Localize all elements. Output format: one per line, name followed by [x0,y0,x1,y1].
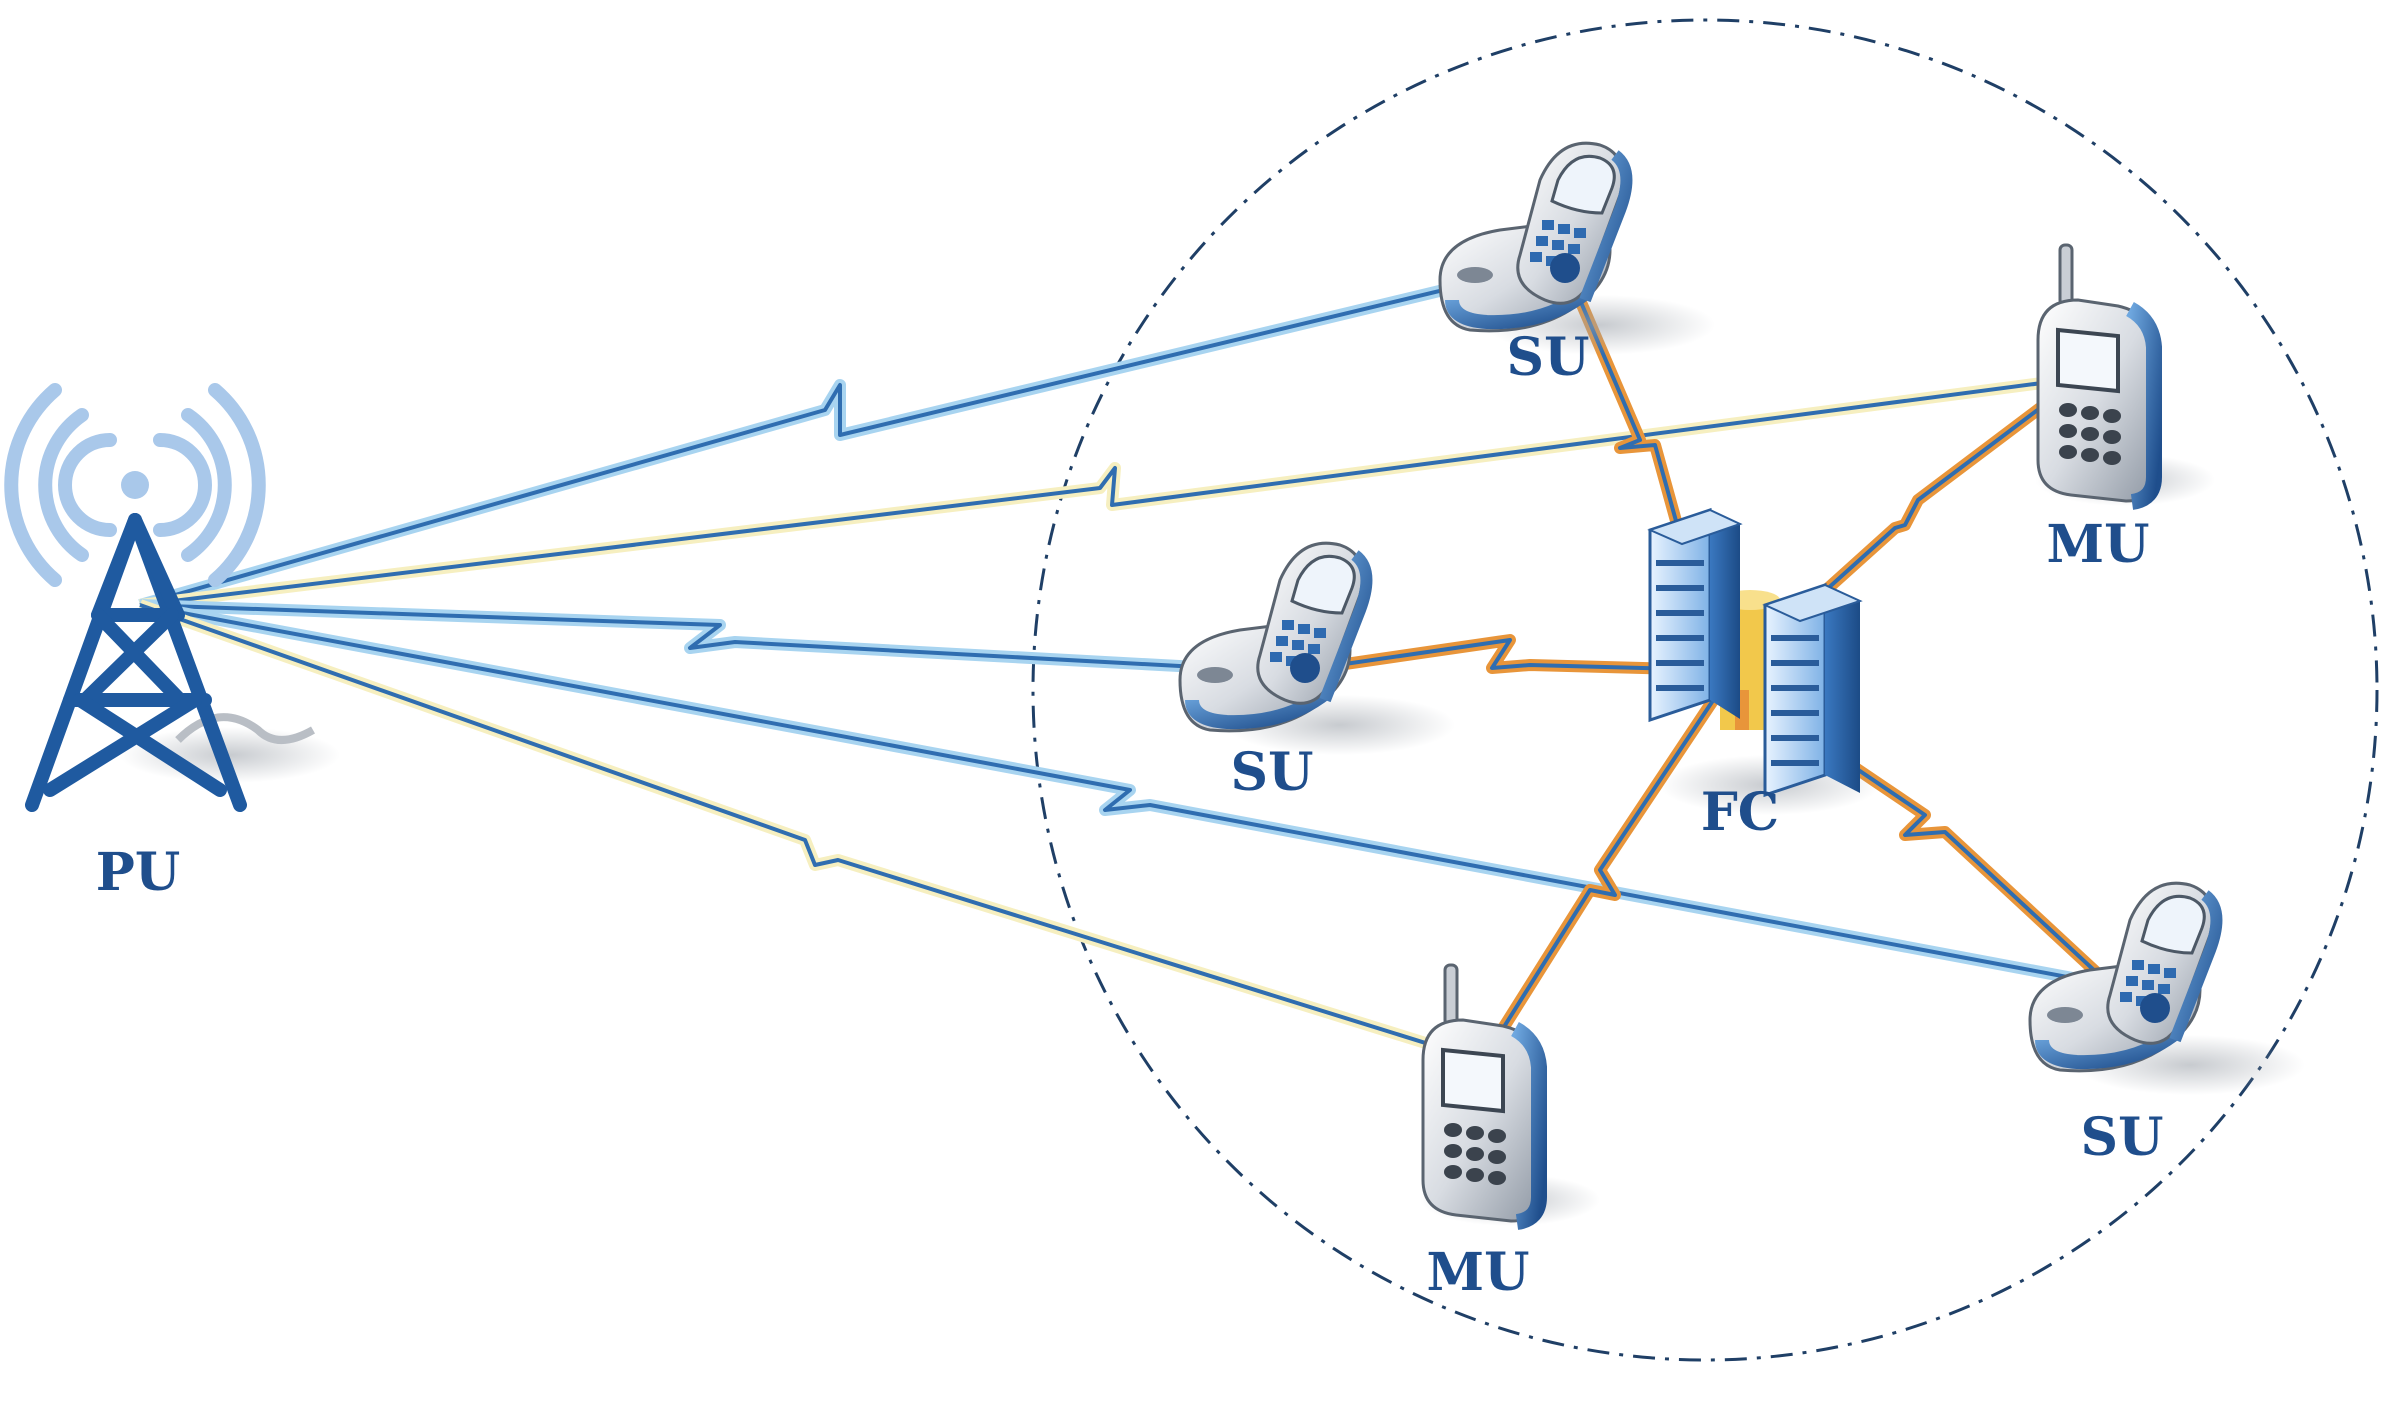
link-pu-su-right [138,599,2112,991]
server-icon [1647,507,1880,815]
flip-phone-icon [1438,141,1715,355]
mu-top-label: MU [2047,514,2150,575]
flip-phone-icon [2028,881,2305,1095]
su-mid-device [1178,541,1455,755]
mu-top-device [2035,243,2215,510]
link-mu-top-fc [1710,373,2084,695]
mu-bottom-label: MU [1427,1242,1530,1303]
link-su-mid-fc [1289,634,1721,678]
su-top-label: SU [1507,327,1590,388]
pu-label: PU [96,842,180,903]
link-mu-bottom-fc [1474,686,1725,1069]
mobile-phone-icon [2035,243,2215,510]
su-right-label: SU [2081,1107,2164,1168]
flip-phone-icon [1178,541,1455,755]
link-pu-su-top [138,256,1562,611]
fc-label: FC [1701,782,1779,843]
cell-tower-icon [4,383,340,812]
link-pu-su-mid [139,599,1291,678]
link-pu-mu-bottom [138,599,1482,1066]
pu-links [138,256,2112,1066]
su-top-device [1438,141,1715,355]
mu-bottom-device [1420,963,1600,1230]
link-pu-mu-top [139,372,2081,611]
mobile-phone-icon [1420,963,1600,1230]
coverage-boundary [1031,18,2379,1362]
su-right-device [2028,881,2305,1095]
su-mid-label: SU [1231,742,1314,803]
